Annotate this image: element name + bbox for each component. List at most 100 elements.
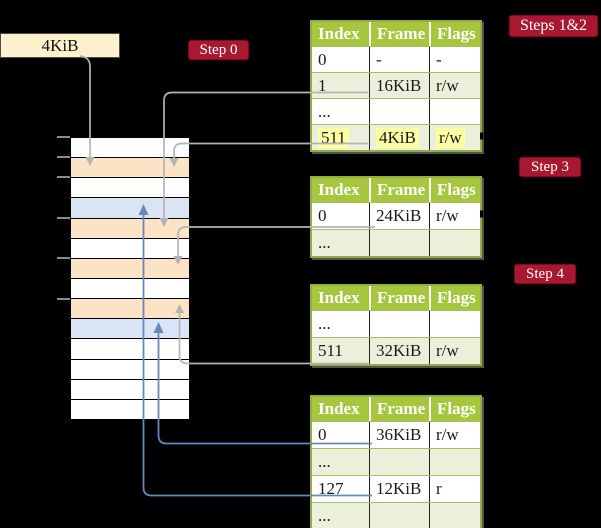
- badge-step-0-label: Step 0: [199, 42, 238, 58]
- cell-flags: r/w: [429, 203, 480, 229]
- memory-row-empty: [70, 137, 190, 159]
- header-flags: Flags: [429, 178, 480, 202]
- header-frame: Frame: [369, 397, 429, 421]
- cell-index: ...: [318, 506, 331, 525]
- header-flags: Flags: [429, 22, 480, 46]
- header-index: Index: [318, 399, 360, 418]
- memory-row-empty: [70, 398, 190, 420]
- address-tick: [57, 298, 70, 300]
- cell-frame: [369, 503, 429, 528]
- table-header-row: Index Frame Flags: [312, 286, 480, 310]
- cell-flags: r: [429, 476, 480, 502]
- badge-step-4-label: Step 4: [526, 266, 564, 282]
- cell-frame: 32KiB: [369, 338, 429, 364]
- memory-row-page-table: [70, 298, 190, 320]
- highlighted-value: 511: [318, 127, 349, 148]
- table-row: ...: [312, 448, 480, 475]
- page-table-level1: Index Frame Flags 0 36KiB r/w ... 127 12…: [310, 395, 482, 528]
- cell-frame: [369, 230, 429, 256]
- header-index: Index: [318, 24, 360, 43]
- header-index: Index: [318, 180, 360, 199]
- cell-index: 1: [318, 75, 327, 95]
- memory-row-empty: [70, 277, 190, 300]
- badge-step-4: Step 4: [514, 264, 576, 284]
- cell-frame: 24KiB: [369, 203, 429, 229]
- page-table-level3: Index Frame Flags 0 24KiB r/w ...: [310, 176, 482, 258]
- table-row: ...: [312, 310, 480, 337]
- table-row: 0 36KiB r/w: [312, 421, 480, 448]
- header-frame: Frame: [369, 22, 429, 46]
- badge-step-3-label: Step 3: [531, 159, 569, 175]
- cell-flags: [429, 99, 480, 124]
- address-tick: [57, 156, 70, 158]
- memory-row-mapped-page: [70, 197, 190, 219]
- cell-frame: [369, 311, 429, 337]
- table-header-row: Index Frame Flags: [312, 397, 480, 421]
- cell-flags: r/w: [429, 73, 480, 98]
- cell-frame: -: [369, 47, 429, 72]
- address-tick: [57, 257, 70, 259]
- cell-index: ...: [318, 101, 331, 121]
- cell-frame: 4KiB: [369, 125, 429, 150]
- frame-address-label: 4KiB: [41, 35, 79, 55]
- header-frame: Frame: [369, 286, 429, 310]
- memory-column: [70, 137, 190, 420]
- badge-steps-1-2: Steps 1&2: [509, 15, 598, 37]
- cell-index: 127: [318, 479, 344, 498]
- table-row: 511 32KiB r/w: [312, 337, 480, 364]
- table-row: ...: [312, 98, 480, 124]
- cell-frame: 16KiB: [369, 73, 429, 98]
- cell-index: ...: [318, 452, 331, 471]
- cell-frame: [369, 449, 429, 475]
- address-tick: [57, 176, 70, 178]
- table-row: 0 24KiB r/w: [312, 202, 480, 229]
- badge-steps-1-2-label: Steps 1&2: [519, 17, 588, 34]
- table-row: 127 12KiB r: [312, 475, 480, 502]
- memory-row-page-table: [70, 257, 190, 279]
- cell-index: 511: [318, 341, 343, 360]
- table-row: ...: [312, 229, 480, 256]
- cell-flags: r/w: [429, 422, 480, 448]
- cell-flags: r/w: [429, 338, 480, 364]
- memory-row-page-table: [70, 157, 190, 179]
- memory-row-empty: [70, 177, 190, 199]
- header-flags: Flags: [429, 286, 480, 310]
- address-tick: [57, 136, 70, 138]
- cell-flags: -: [429, 47, 480, 72]
- cell-index: 511: [312, 125, 369, 150]
- header-flags: Flags: [429, 397, 480, 421]
- memory-row-empty: [70, 237, 190, 259]
- page-table-level4: Index Frame Flags 0 - - 1 16KiB r/w ... …: [310, 20, 482, 152]
- page-table-level2: Index Frame Flags ... 511 32KiB r/w: [310, 284, 482, 366]
- table-row: 1 16KiB r/w: [312, 72, 480, 98]
- cell-index: 0: [318, 206, 327, 225]
- cell-flags: [429, 230, 480, 256]
- memory-row-mapped-page: [70, 318, 190, 340]
- badge-step-0: Step 0: [188, 40, 249, 60]
- highlighted-value: 4KiB: [376, 127, 419, 148]
- cell-frame: 36KiB: [369, 422, 429, 448]
- frame-address-box: 4KiB: [0, 33, 120, 58]
- cell-frame: 12KiB: [369, 476, 429, 502]
- memory-row-empty: [70, 358, 190, 380]
- memory-row-empty: [70, 378, 190, 400]
- cell-flags: r/w: [429, 125, 480, 150]
- header-frame: Frame: [369, 178, 429, 202]
- table-header-row: Index Frame Flags: [312, 22, 480, 46]
- cell-index: 0: [318, 425, 327, 444]
- table-header-row: Index Frame Flags: [312, 178, 480, 202]
- table-row: 0 - -: [312, 46, 480, 72]
- cell-frame: [369, 99, 429, 124]
- cell-index: ...: [318, 233, 331, 252]
- cell-index: ...: [318, 314, 331, 333]
- memory-row-empty: [70, 338, 190, 360]
- cell-flags: [429, 503, 480, 528]
- memory-row-page-table: [70, 217, 190, 239]
- badge-step-3: Step 3: [519, 157, 581, 177]
- cell-flags: [429, 449, 480, 475]
- table-row-recursive-entry: 511 4KiB r/w: [312, 124, 480, 150]
- address-tick: [57, 217, 70, 219]
- cell-flags: [429, 311, 480, 337]
- header-index: Index: [318, 288, 360, 307]
- highlighted-value: r/w: [436, 127, 465, 148]
